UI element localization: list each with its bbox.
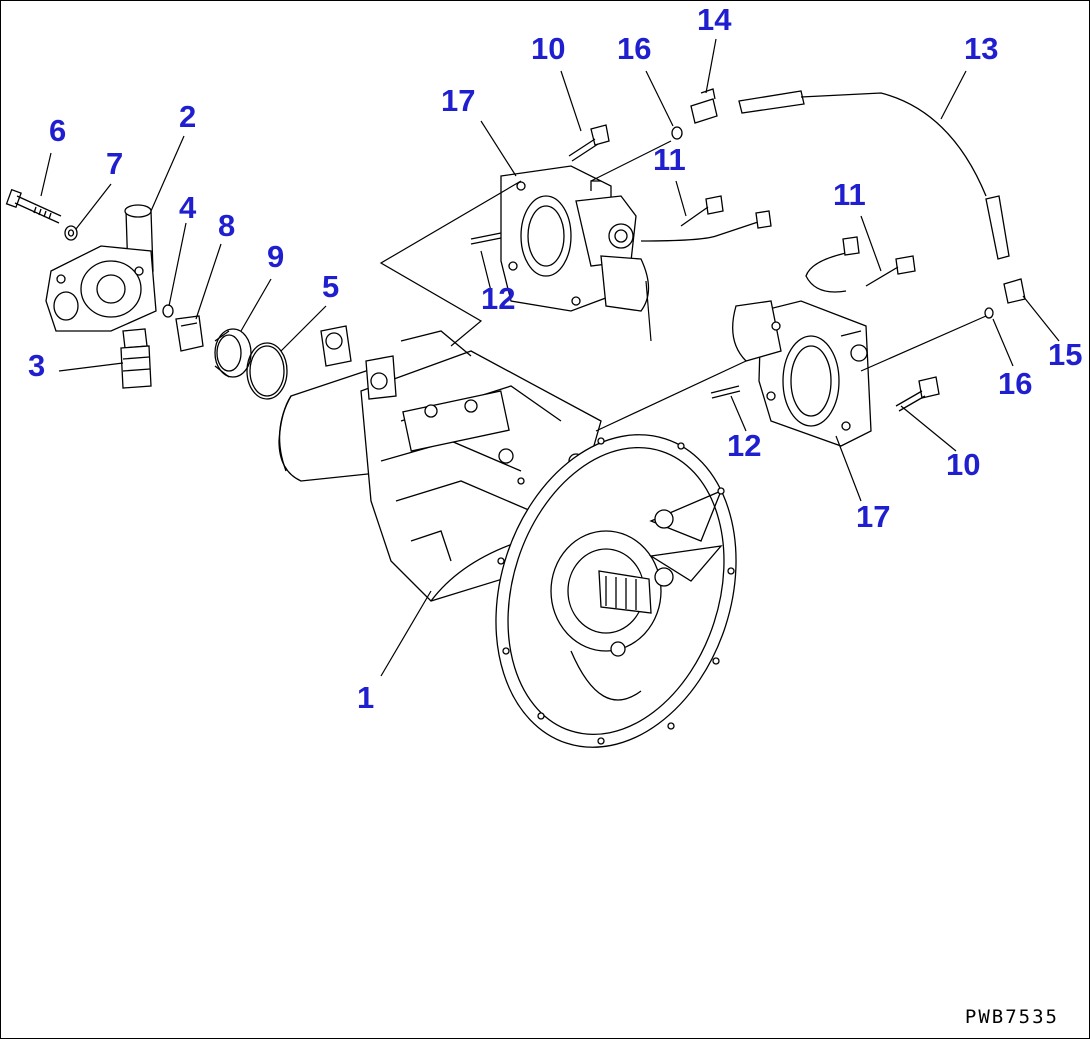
left-housing — [45, 245, 157, 332]
upper-regulator — [500, 165, 650, 312]
callout-10-lower: 10 — [946, 447, 981, 482]
callout-4: 4 — [179, 190, 197, 225]
callout-2: 2 — [179, 99, 197, 134]
callout-13: 13 — [964, 31, 999, 66]
callout-14: 14 — [697, 2, 732, 37]
part-6-bolt — [5, 188, 62, 224]
part-8-block — [175, 315, 204, 352]
part-5-o-ring — [246, 342, 288, 400]
part-3-valve — [120, 328, 152, 389]
leader-lines — [40, 38, 1060, 677]
part-4-pin — [162, 304, 174, 318]
callout-12-upper: 12 — [481, 281, 516, 316]
callout-3: 3 — [28, 348, 46, 383]
upper-small-parts — [470, 88, 1010, 260]
callout-6: 6 — [49, 113, 67, 148]
callout-8: 8 — [218, 208, 236, 243]
main-pump-body — [278, 325, 737, 748]
callout-17-upper: 17 — [441, 83, 476, 118]
lower-regulator — [732, 300, 872, 447]
callout-12-lower: 12 — [727, 428, 762, 463]
callout-11-lower: 11 — [833, 177, 866, 212]
callout-1: 1 — [357, 680, 375, 715]
callout-16-lower: 16 — [998, 366, 1033, 401]
callout-9: 9 — [267, 239, 285, 274]
callout-7: 7 — [106, 146, 124, 181]
part-7-washer — [64, 225, 78, 241]
callout-16-upper: 16 — [617, 31, 652, 66]
callout-10-upper: 10 — [531, 31, 566, 66]
callout-5: 5 — [322, 269, 340, 304]
assembly-lines — [379, 140, 987, 432]
part-9-collar — [214, 328, 252, 378]
callout-11-upper: 11 — [653, 142, 686, 177]
callout-17-lower: 17 — [856, 499, 891, 534]
callout-15: 15 — [1048, 337, 1083, 372]
drawing-code: PWB7535 — [964, 1006, 1059, 1028]
